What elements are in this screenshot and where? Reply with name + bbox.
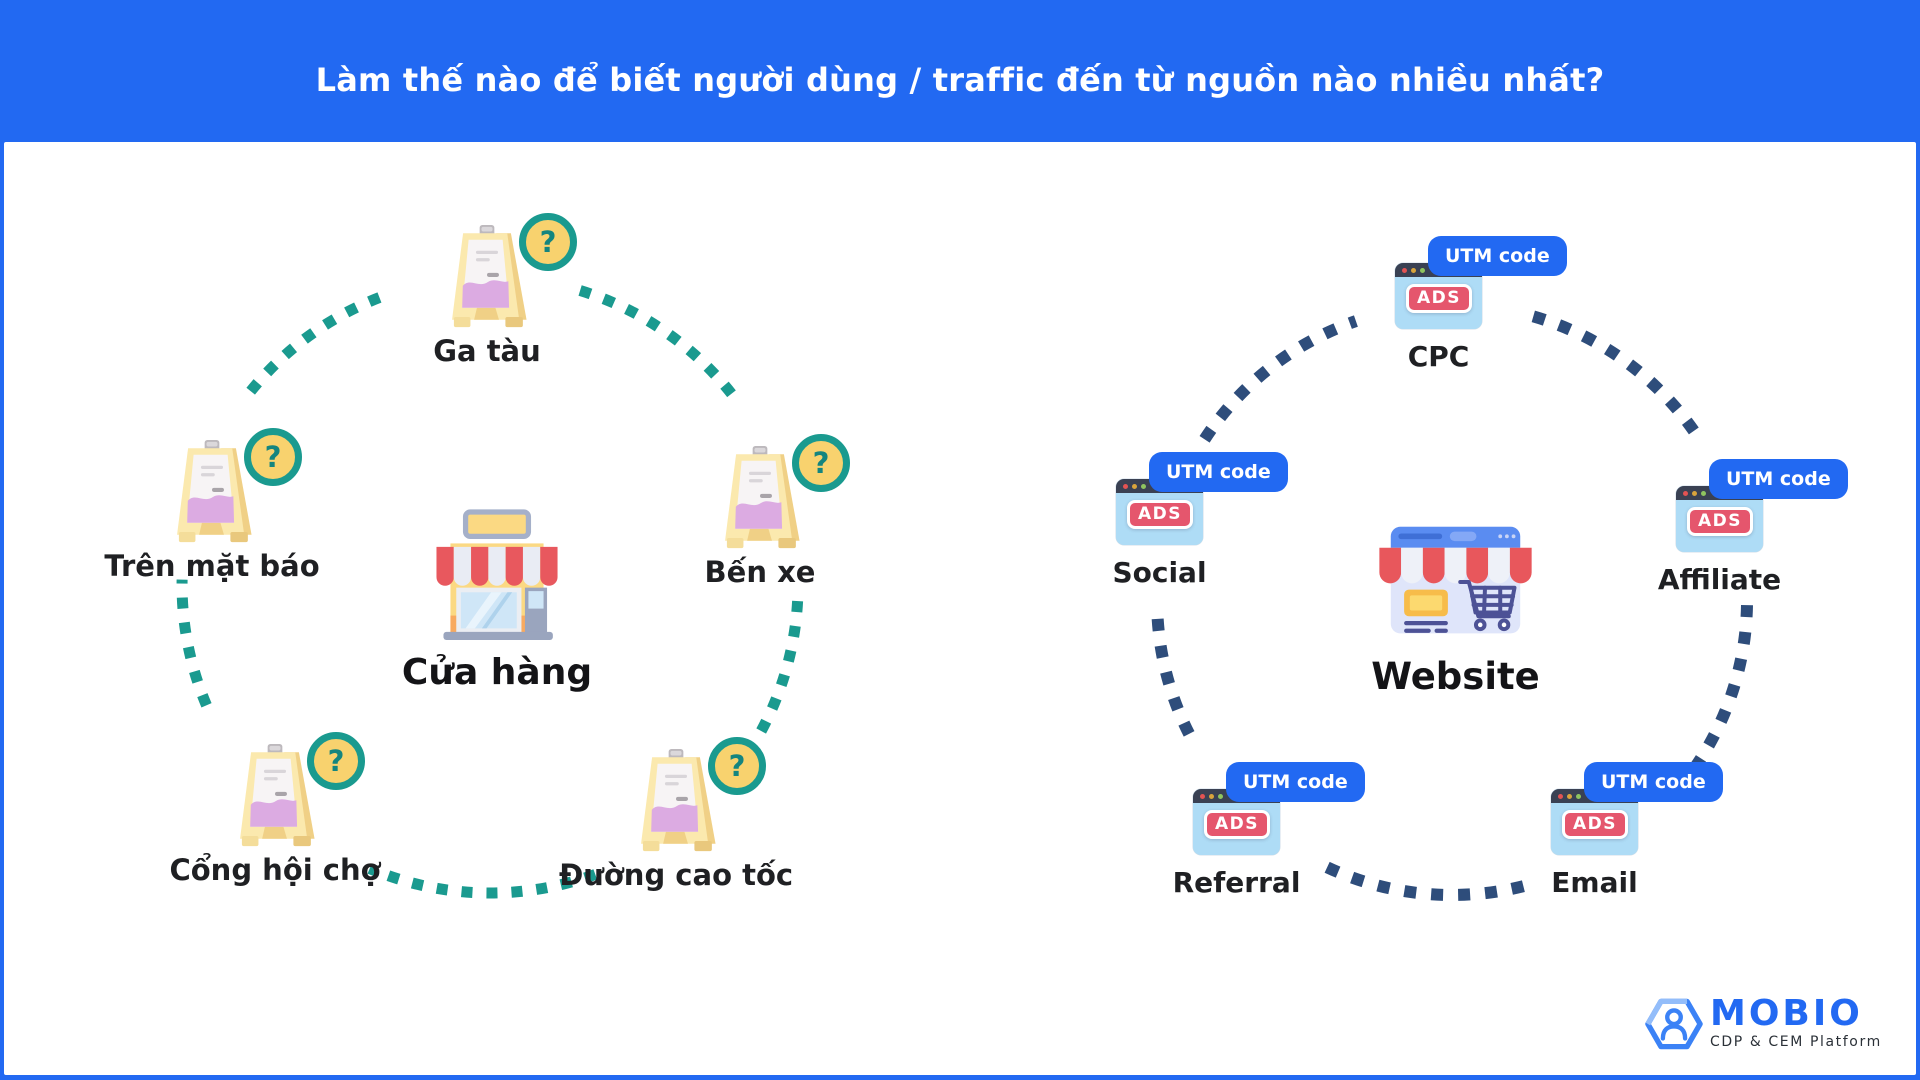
mobio-hexagon-icon [1645,998,1703,1050]
source-node-cong-hoi-cho: ? Cổng hội chợ [169,732,381,887]
source-label: Trên mặt báo [104,549,320,583]
channel-node-email: ADS UTM code Email [1551,762,1723,899]
source-label: Bến xe [704,555,816,589]
question-mark: ? [327,744,345,778]
ads-badge: ADS [1406,284,1473,313]
browser-dot-yellow [1209,793,1214,799]
browser-dot-yellow [1692,490,1697,496]
browser-dot-green [1701,490,1706,496]
browser-dot-green [1218,793,1223,799]
question-badge: ? [244,428,302,486]
website-icon [1379,526,1532,634]
channel-node-referral: ADS UTM code Referral [1173,762,1365,899]
channel-label: Social [1112,556,1207,589]
question-badge: ? [792,434,850,492]
browser-dot-red [1558,793,1563,799]
utm-code-badge: UTM code [1709,459,1848,499]
browser-dot-green [1420,267,1425,273]
brand-name: MOBIO [1710,993,1863,1034]
utm-code-badge: UTM code [1226,762,1365,802]
ads-badge: ADS [1687,507,1754,536]
source-label: Ga tàu [433,334,541,368]
store-label: Cửa hàng [401,652,593,693]
browser-dot-green [1141,483,1146,489]
question-mark: ? [812,446,830,480]
browser-dot-red [1200,793,1205,799]
question-badge: ? [307,732,365,790]
source-node-tren-mat-bao: ? Trên mặt báo [104,428,320,583]
channel-label: Email [1551,866,1638,899]
source-node-ben-xe: ? Bến xe [705,434,850,589]
brand-tagline: CDP & CEM Platform [1710,1034,1882,1050]
question-mark: ? [728,749,746,783]
ads-badge: ADS [1204,810,1271,839]
source-node-ga-tau: ? Ga tàu [433,213,577,368]
source-label: Cổng hội chợ [169,853,381,887]
browser-dot-red [1402,267,1407,273]
channel-node-affiliate: ADS UTM code Affiliate [1658,459,1848,596]
utm-code-badge: UTM code [1149,452,1288,492]
channel-label: Affiliate [1657,563,1782,596]
channel-label: Referral [1172,866,1301,899]
browser-dot-green [1576,793,1581,799]
ads-badge: ADS [1562,810,1629,839]
channel-label: CPC [1407,340,1470,373]
ads-badge: ADS [1127,500,1194,529]
utm-code-badge: UTM code [1428,236,1567,276]
source-label: Đường cao tốc [558,858,794,892]
question-mark: ? [264,440,282,474]
browser-dot-red [1123,483,1128,489]
store-center-node: Cửa hàng [402,508,592,693]
brand-logo: MOBIO CDP & CEM Platform [1645,995,1882,1053]
content-panel [4,142,1916,1075]
store-icon [436,509,558,641]
header-bar: Làm thế nào để biết người dùng / traffic… [0,0,1920,142]
website-label: Website [1371,655,1540,698]
browser-dot-yellow [1567,793,1572,799]
channel-node-social: ADS UTM code Social [1112,452,1288,589]
question-badge: ? [519,213,577,271]
channel-node-cpc: ADS UTM code CPC [1395,236,1567,373]
website-center-node: Website [1371,523,1540,698]
utm-code-badge: UTM code [1584,762,1723,802]
browser-dot-red [1683,490,1688,496]
browser-dot-yellow [1411,267,1416,273]
question-mark: ? [539,225,557,259]
question-badge: ? [708,737,766,795]
page-title: Làm thế nào để biết người dùng / traffic… [315,61,1605,99]
browser-dot-yellow [1132,483,1137,489]
source-node-duong-cao-toc: ? Đường cao tốc [559,737,793,892]
